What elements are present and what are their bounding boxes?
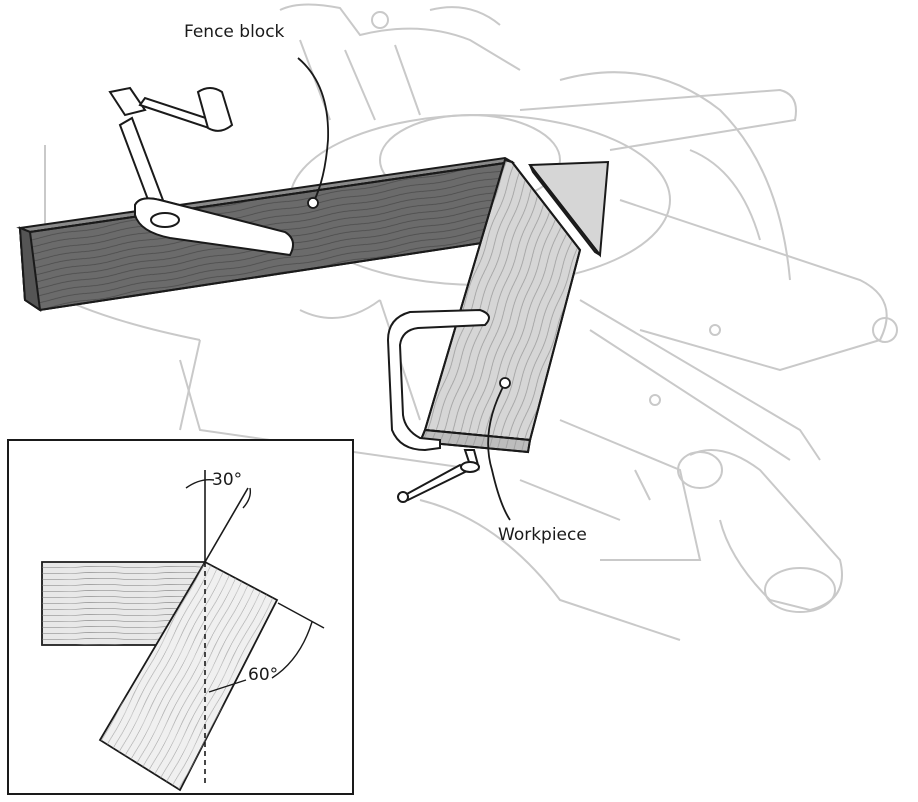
workpiece-board: [418, 158, 582, 454]
leader-lines: [297, 57, 511, 521]
inset-detail: [7, 439, 354, 795]
workpiece-callout-dot: [499, 377, 511, 389]
clamp-jaw: [134, 197, 295, 257]
fence-block-label: Fence block: [184, 22, 285, 42]
fence-block-callout-dot: [307, 197, 319, 209]
clamp-jaw-hole: [150, 212, 180, 228]
c-clamp: [386, 308, 490, 503]
workpiece-label: Workpiece: [498, 525, 587, 545]
angle-30-label: 30°: [212, 470, 243, 490]
angle-60-label: 60°: [248, 665, 279, 685]
offcut-wedge: [528, 160, 610, 258]
